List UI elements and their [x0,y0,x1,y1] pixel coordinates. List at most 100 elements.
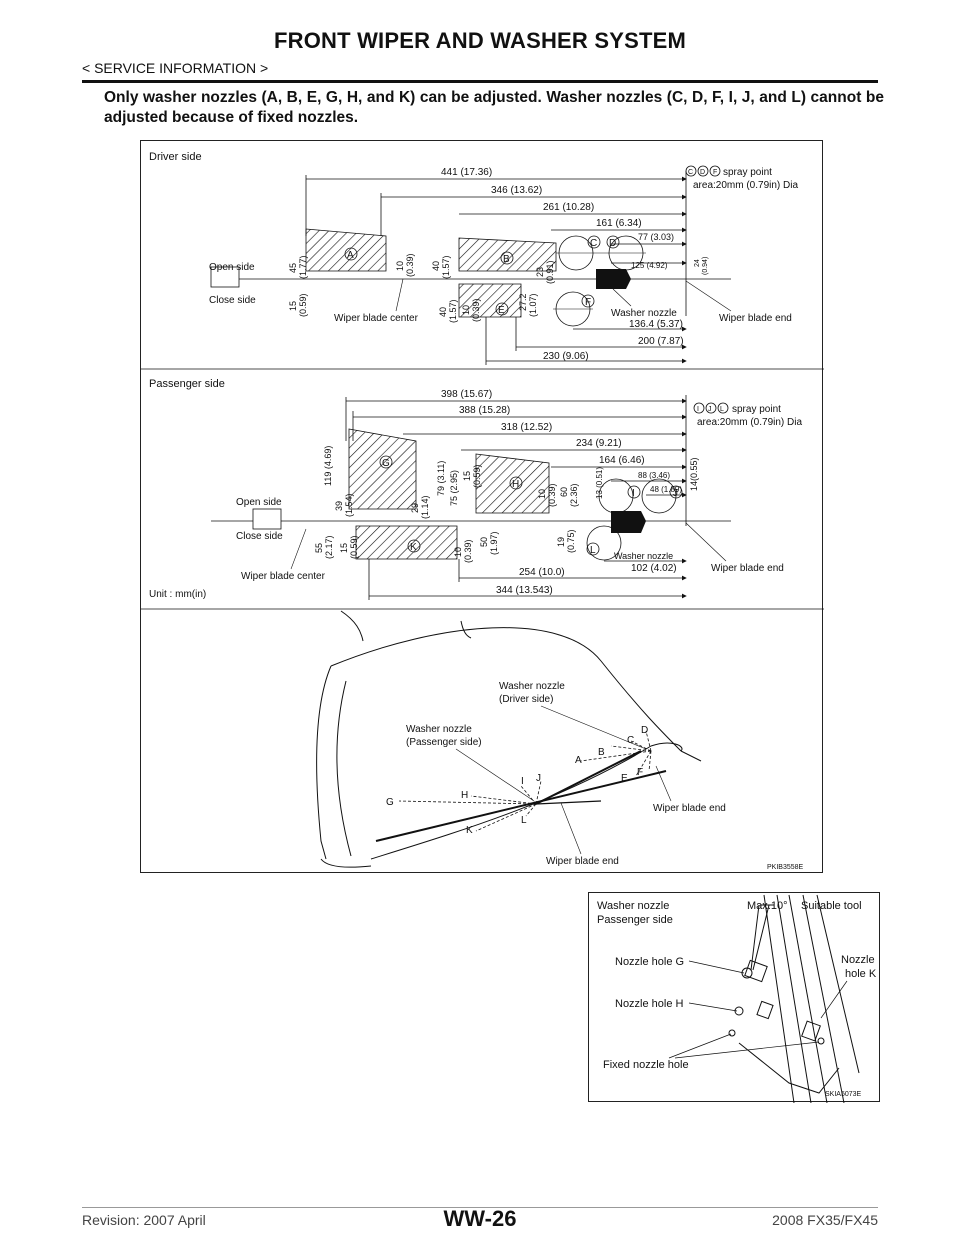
svg-text:spray point: spray point [723,167,772,178]
dim-318: 318 (12.52) [501,422,552,433]
svg-text:(0.59): (0.59) [472,464,482,488]
model-label: 2008 FX35/FX45 [772,1212,878,1228]
svg-text:(Passenger side): (Passenger side) [406,737,482,748]
svg-text:39: 39 [334,501,344,511]
svg-text:55: 55 [314,543,324,553]
svg-text:E: E [498,305,505,316]
svg-text:(1.54): (1.54) [344,493,354,517]
svg-text:(0.75): (0.75) [566,529,576,553]
driver-nozzle-body [596,269,631,289]
windshield-blade-end-bottom: Wiper blade end [546,856,619,867]
svg-text:(2.36): (2.36) [569,483,579,507]
svg-text:F: F [585,297,591,308]
svg-text:50: 50 [479,537,489,547]
svg-text:J: J [536,773,541,784]
svg-text:I: I [697,406,699,413]
dim-102: 102 (4.02) [631,563,677,574]
svg-text:A: A [575,755,582,766]
blade-e [458,283,522,318]
driver-close-side: Close side [209,295,256,306]
dim-164: 164 (6.46) [599,455,645,466]
svg-text:area:20mm (0.79in) Dia: area:20mm (0.79in) Dia [697,417,802,428]
driver-blade-end: Wiper blade end [719,313,792,324]
driver-heading: Driver side [149,151,202,163]
svg-text:G: G [382,458,390,469]
dim-48: 48 (1.89) [650,485,682,494]
svg-text:F: F [713,169,717,176]
nozzle-detail-figure: Washer nozzle Passenger side Max.10° Sui… [588,892,880,1103]
passenger-nozzle-body [611,511,646,533]
wiper-nozzle-figure: Driver side 441 (17.36) 346 (13.62) 261 … [140,140,824,873]
svg-text:10: 10 [461,305,471,315]
svg-text:(0.59): (0.59) [349,535,359,559]
page-title: FRONT WIPER AND WASHER SYSTEM [274,28,686,53]
svg-text:40: 40 [438,307,448,317]
svg-text:F: F [637,767,643,778]
blade-h [475,453,550,514]
dim-344: 344 (13.543) [496,585,553,596]
dim-136: 136.4 (5.37) [629,319,683,330]
svg-text:B: B [503,254,510,265]
svg-text:75 (2.95): 75 (2.95) [449,470,459,506]
dim-125: 125 (4.92) [631,261,668,270]
svg-text:D: D [641,725,648,736]
svg-text:27.2: 27.2 [518,293,528,311]
section-breadcrumb[interactable]: < SERVICE INFORMATION > [82,60,269,76]
dim-230: 230 (9.06) [543,351,589,362]
figure-code-small: SKIA5073E [825,1091,862,1098]
svg-text:L: L [590,545,596,556]
svg-text:hole K: hole K [845,968,877,980]
dim-388: 388 (15.28) [459,405,510,416]
dim-234: 234 (9.21) [576,438,622,449]
svg-text:I: I [632,488,635,499]
revision-date: Revision: 2007 April [82,1212,206,1228]
passenger-open-side: Open side [236,497,282,508]
washer-nozzle-driver-label: Washer nozzle [499,681,565,692]
svg-text:(1.57): (1.57) [448,299,458,323]
svg-text:H: H [461,790,468,801]
passenger-blade-end: Wiper blade end [711,563,784,574]
blade-b [458,237,557,272]
dim-161: 161 (6.34) [596,218,642,229]
nozzle-hole-h-label: Nozzle hole H [615,998,684,1010]
svg-text:(0.39): (0.39) [471,298,481,322]
svg-text:(0.59): (0.59) [298,293,308,317]
figure-code-main: PKIB3558E [767,864,804,871]
nozzle-hole-k-label: Nozzle [841,954,875,966]
washer-nozzle-passenger-label: Washer nozzle [406,724,472,735]
dim-261: 261 (10.28) [543,202,594,213]
svg-text:Passenger side: Passenger side [597,914,673,926]
svg-text:10: 10 [537,489,547,499]
passenger-close-side: Close side [236,531,283,542]
svg-text:spray point: spray point [732,404,781,415]
svg-text:C: C [590,238,597,249]
passenger-washer-nozzle: Washer nozzle [614,551,673,561]
passenger-heading: Passenger side [149,378,225,390]
dim-254: 254 (10.0) [519,567,565,578]
svg-text:(2.17): (2.17) [324,535,334,559]
svg-text:L: L [720,406,724,413]
svg-text:L: L [521,815,527,826]
svg-text:I: I [521,776,524,787]
windshield-diagram: A B C D E F G H I J K L Washer nozzle (D… [316,610,804,871]
driver-open-side: Open side [209,262,255,273]
passenger-side-diagram: Passenger side 398 (15.67) 388 (15.28) 3… [149,378,802,600]
suitable-tool-label: Suitable tool [801,900,862,912]
dim-24-in: (0.94) [702,257,709,275]
svg-text:(0.39): (0.39) [547,483,557,507]
dim-200: 200 (7.87) [638,336,684,347]
svg-text:60: 60 [559,487,569,497]
svg-text:29: 29 [410,503,420,513]
svg-text:23: 23 [535,267,545,277]
svg-text:(1.97): (1.97) [489,531,499,555]
svg-text:(0.91): (0.91) [545,260,555,284]
driver-spray-note: C D F spray point area:20mm (0.79in) Dia [685,165,798,191]
driver-nozzle-letters: A B C D E F [344,235,620,316]
svg-text:A: A [347,250,354,261]
detail-title: Washer nozzle [597,900,669,912]
driver-blade-center: Wiper blade center [334,313,419,324]
svg-text:E: E [621,773,628,784]
dim-77: 77 (3.03) [638,232,674,242]
svg-text:40: 40 [431,261,441,271]
svg-text:(1.57): (1.57) [441,255,451,279]
